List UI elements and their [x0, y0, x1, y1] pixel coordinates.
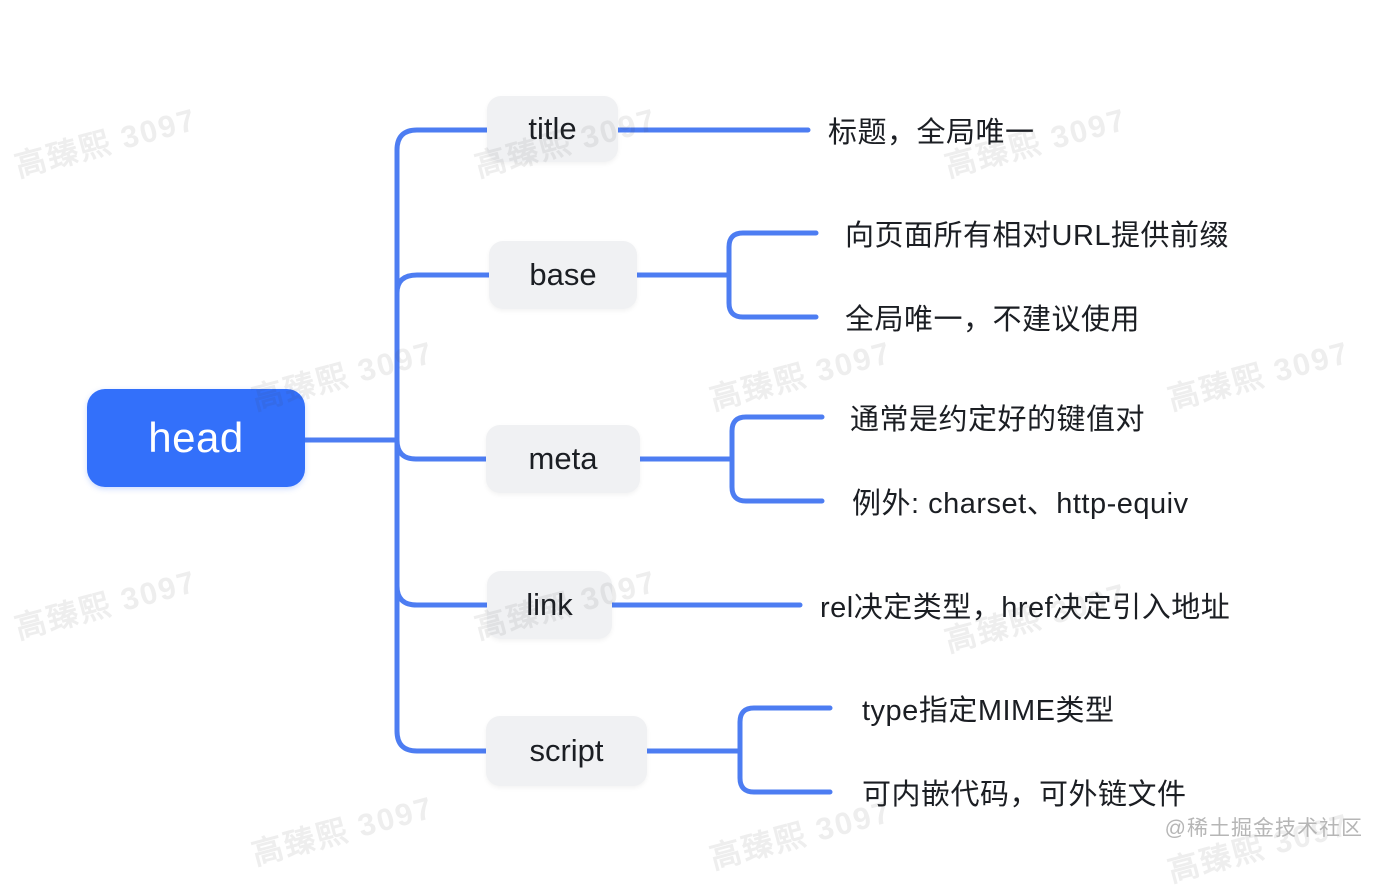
- child-node-label: link: [526, 587, 573, 622]
- child-node-label: meta: [528, 441, 598, 476]
- desc-script-1: type指定MIME类型: [862, 695, 1115, 727]
- child-node-meta[interactable]: meta: [486, 425, 640, 493]
- juejin-community-credit: @稀土掘金技术社区: [1164, 817, 1363, 840]
- child-node-label: title: [528, 111, 577, 146]
- desc-meta-2: 例外: charset、http-equiv: [852, 488, 1189, 520]
- connector-trunk-title-script: [394, 127, 490, 754]
- child-node-link[interactable]: link: [487, 571, 612, 639]
- mindmap-canvas: head title base meta link script 标题，全局唯一…: [11, 96, 1363, 889]
- desc-meta-1: 通常是约定好的键值对: [850, 404, 1146, 436]
- child-node-base[interactable]: base: [489, 241, 637, 309]
- desc-base-2: 全局唯一，不建议使用: [845, 304, 1141, 336]
- desc-link: rel决定类型，href决定引入地址: [820, 592, 1231, 624]
- connector-base-bracket: [726, 230, 819, 320]
- child-node-title[interactable]: title: [487, 96, 618, 162]
- root-node-label: head: [148, 414, 244, 461]
- desc-title: 标题，全局唯一: [828, 117, 1035, 149]
- connector-branch-base: [394, 272, 492, 296]
- child-node-script[interactable]: script: [486, 716, 647, 786]
- connector-script-bracket: [737, 705, 833, 795]
- connector-meta-bracket: [729, 414, 825, 504]
- root-node-head[interactable]: head: [87, 389, 305, 487]
- child-node-label: base: [529, 257, 597, 292]
- connector-branch-meta: [394, 437, 489, 462]
- connector-branch-link: [394, 583, 490, 608]
- connector-lines: [302, 127, 833, 795]
- desc-script-2: 可内嵌代码，可外链文件: [862, 779, 1187, 811]
- desc-base-1: 向页面所有相对URL提供前缀: [845, 220, 1230, 252]
- child-node-label: script: [529, 733, 604, 768]
